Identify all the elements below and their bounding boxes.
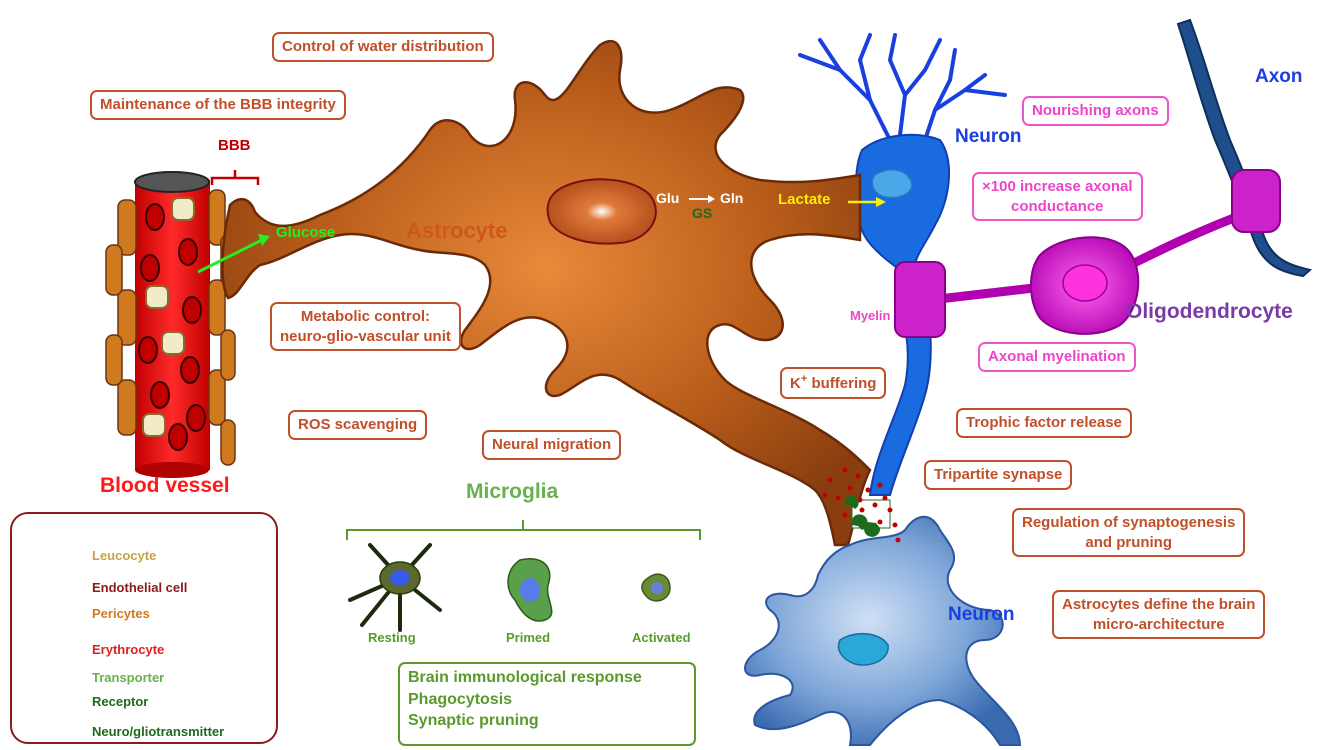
trophic-factor-box: Trophic factor release [956, 408, 1132, 438]
water-distribution-box: Control of water distribution [272, 32, 494, 62]
architecture-line1: Astrocytes define the brain [1062, 595, 1255, 615]
microglia-state-activated: Activated [632, 630, 691, 645]
blood-vessel-graphic [106, 172, 235, 478]
bbb-label: BBB [218, 137, 251, 154]
metabolic-line1: Metabolic control: [280, 307, 451, 327]
ros-scavenging-box: ROS scavenging [288, 410, 427, 440]
microglia-function-3: Synaptic pruning [408, 710, 686, 732]
legend-item-pericytes: Pericytes [22, 602, 150, 624]
legend-label-receptor: Receptor [92, 694, 148, 709]
nourishing-axons-box: Nourishing axons [1022, 96, 1169, 126]
conductance-line2: conductance [982, 197, 1133, 217]
gs-label: GS [692, 205, 712, 221]
architecture-line2: micro-architecture [1062, 615, 1255, 635]
neuron-top-label: Neuron [955, 126, 1022, 148]
microglia-state-primed: Primed [506, 630, 550, 645]
microglia-state-resting: Resting [368, 630, 416, 645]
metabolic-line2: neuro-glio-vascular unit [280, 327, 451, 347]
microglia-function-2: Phagocytosis [408, 689, 686, 711]
legend-label-pericytes: Pericytes [92, 606, 150, 621]
myelin-sheath [895, 262, 945, 337]
axonal-conductance-box: ×100 increase axonal conductance [972, 172, 1143, 221]
legend-item-leucocyte: Leucocyte [22, 544, 156, 566]
k-buffering-rest: buffering [807, 375, 876, 392]
activated-microglia [642, 574, 670, 601]
micro-architecture-box: Astrocytes define the brain micro-archit… [1052, 590, 1265, 639]
axon-label: Axon [1255, 66, 1303, 88]
microglia-label: Microglia [466, 480, 558, 504]
neural-migration-box: Neural migration [482, 430, 621, 460]
tripartite-synapse-box: Tripartite synapse [924, 460, 1072, 490]
microglia-functions-box: Brain immunological response Phagocytosi… [398, 662, 696, 746]
synaptogenesis-line1: Regulation of synaptogenesis [1022, 513, 1235, 533]
k-buffering-box: K+ buffering [780, 367, 886, 399]
synaptogenesis-line2: and pruning [1022, 533, 1235, 553]
legend-label-endothelial: Endothelial cell [92, 580, 187, 595]
conductance-line1: ×100 increase axonal [982, 177, 1133, 197]
legend-label-transporter: Transporter [92, 670, 164, 685]
legend-label-erythrocyte: Erythrocyte [92, 642, 164, 657]
metabolic-control-box: Metabolic control: neuro-glio-vascular u… [270, 302, 461, 351]
myelin-label: Myelin [850, 308, 890, 323]
neuron-bottom-label: Neuron [948, 604, 1015, 626]
legend-label-neurotransmitter: Neuro/gliotransmitter [92, 724, 224, 739]
bottom-neuron-shape [745, 517, 1020, 745]
synaptogenesis-box: Regulation of synaptogenesis and pruning [1012, 508, 1245, 557]
glucose-label: Glucose [276, 224, 335, 241]
lactate-label: Lactate [778, 191, 831, 208]
blood-vessel-label: Blood vessel [100, 474, 230, 498]
glu-label: Glu [656, 190, 679, 206]
microglia-function-1: Brain immunological response [408, 667, 686, 689]
gln-label: Gln [720, 190, 743, 206]
legend-label-leucocyte: Leucocyte [92, 548, 156, 563]
legend-panel: Leucocyte Endothelial cell Pericytes Ery… [10, 512, 278, 744]
oligodendrocyte-label: Oligodendrocyte [1126, 300, 1293, 324]
primed-microglia [508, 559, 552, 621]
resting-microglia [350, 545, 440, 630]
axonal-myelination-box: Axonal myelination [978, 342, 1136, 372]
astrocyte-label: Astrocyte [406, 218, 507, 244]
legend-item-neurotransmitter: Neuro/gliotransmitter [22, 720, 224, 742]
legend-item-endothelial: Endothelial cell [22, 576, 187, 598]
legend-item-erythrocyte: Erythrocyte [22, 638, 164, 660]
k-buffering-k: K [790, 375, 801, 392]
bbb-integrity-box: Maintenance of the BBB integrity [90, 90, 346, 120]
legend-item-transporter: Transporter [22, 666, 164, 688]
legend-item-receptor: Receptor [22, 690, 148, 712]
